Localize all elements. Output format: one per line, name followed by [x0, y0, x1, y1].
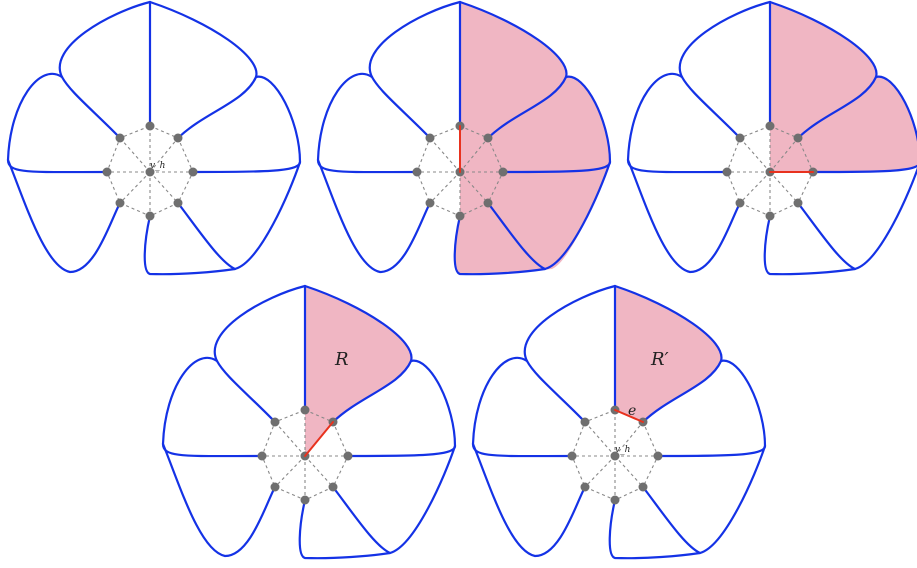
red-edge-4	[304, 421, 334, 457]
panel-4: R	[161, 284, 457, 560]
vh-label-5: v_h	[615, 445, 630, 455]
panel-3	[626, 0, 917, 276]
vh-label-1: v_h	[150, 161, 165, 171]
shaded-region-R	[305, 286, 412, 456]
red-edge-e	[614, 409, 644, 423]
shaded-region-2	[455, 2, 610, 275]
shaded-region-Rprime	[615, 286, 722, 422]
region-label-R: R	[334, 349, 349, 370]
panel-5: R′ e v_h	[471, 284, 767, 560]
region-label-Rprime: R′	[650, 349, 669, 370]
edge-label-e: e	[628, 403, 636, 419]
panel-2	[316, 0, 612, 276]
panel-1: v_h	[6, 0, 302, 276]
